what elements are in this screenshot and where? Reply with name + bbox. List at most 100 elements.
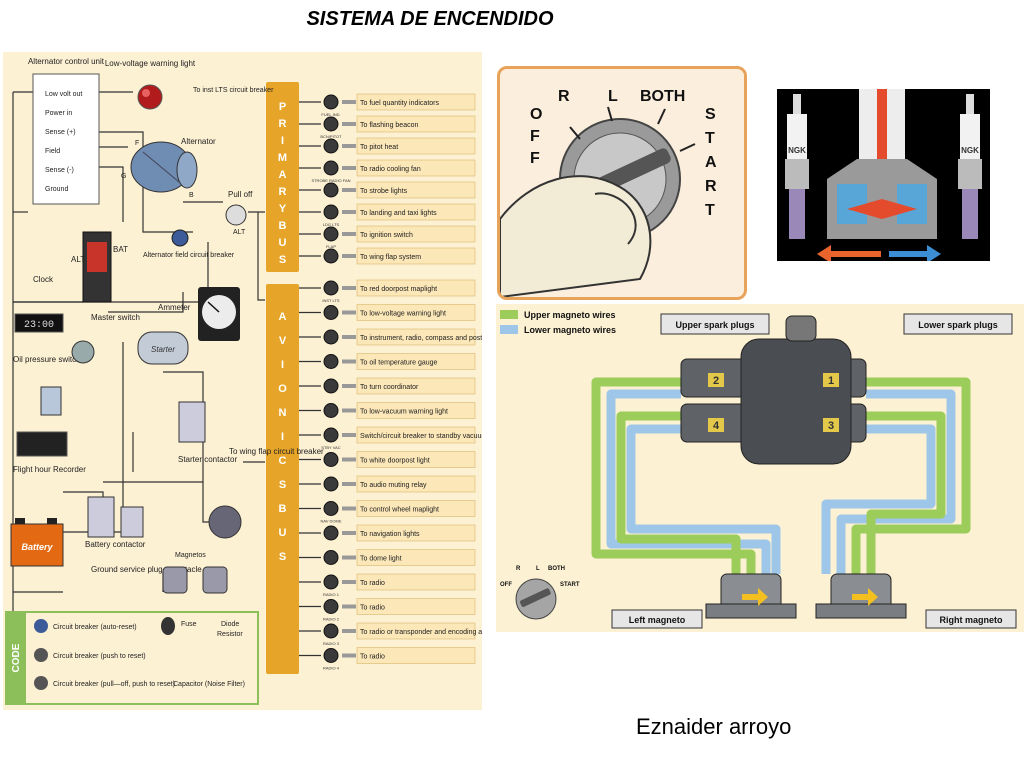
breaker-terminal-icon (342, 555, 356, 560)
circuit-label: To landing and taxi lights (360, 210, 437, 217)
right-spark-plug-icon: NGK (958, 94, 982, 239)
circuit-breaker-icon (323, 354, 339, 369)
circuit-breaker-icon (323, 574, 339, 590)
circuit-label-box (356, 159, 476, 177)
circuit-label: To control wheel maplight (360, 507, 439, 514)
bus-letter: I (281, 431, 284, 443)
circuit-label-box (356, 203, 476, 221)
engine-propeller-hub-icon (785, 315, 817, 342)
breaker-terminal-icon (342, 580, 356, 584)
bus-letter: O (278, 383, 287, 395)
circuit-label: To ignition switch (360, 232, 413, 239)
mini-ignition-switch: OFF R L BOTH START (500, 566, 580, 620)
lower-spark-plugs-tag (903, 313, 1013, 335)
circuit-label: To flashing beacon (360, 122, 418, 129)
mini-both-label: BOTH (548, 566, 565, 572)
primary-bus-bar (266, 82, 299, 272)
acu-terminal-label: Sense (+) (45, 129, 76, 136)
flight-hour-recorder-label: Flight hour Recorder (13, 465, 86, 474)
key-start-letter: T (705, 202, 715, 219)
breaker-name: BCN/PITOT (320, 134, 342, 139)
circuit-breaker-icon (323, 378, 339, 394)
starter-body-label: Starter (151, 345, 175, 354)
circuit-label-box (356, 137, 476, 155)
circuit-breaker-icon (323, 204, 339, 220)
right-magneto-label: Right magneto (940, 615, 1003, 625)
key-off-letter: F (530, 128, 540, 145)
magneto-wiring-diagram: Upper magneto wires Lower magneto wires … (496, 304, 1024, 632)
alternator-terminal-g: G (121, 173, 126, 180)
bus-letter: S (279, 551, 286, 563)
oil-pressure-switch-icon (71, 340, 95, 364)
heat-flow-arrows-icon (817, 245, 941, 261)
circuit-breaker-icon (323, 94, 339, 110)
bus-letter: I (281, 359, 284, 371)
lower-magneto-wires (606, 389, 956, 574)
ammeter-label: Ammeter (158, 303, 191, 312)
left-magneto-tag (611, 609, 703, 629)
magneto-wiring-svg: Upper magneto wires Lower magneto wires … (500, 310, 1017, 629)
acu-terminal-label: Ground (45, 186, 68, 193)
circuit-breaker-icon (323, 160, 339, 176)
breaker-name: LDG LTS (323, 222, 340, 227)
bus-letter: R (279, 118, 287, 130)
breaker-name: STROBE RADIO FAN (311, 178, 350, 183)
breaker-terminal-icon (342, 210, 356, 214)
breaker-terminal-icon (342, 254, 356, 258)
mini-off-label: OFF (500, 582, 512, 588)
circuit-label: To pitot heat (360, 144, 398, 151)
circuit-label: To audio muting relay (360, 482, 427, 489)
bus-letter: M (278, 152, 287, 164)
circuit-label-box (356, 279, 476, 297)
breaker-terminal-icon (342, 166, 356, 170)
circuit-breaker-icon (323, 501, 339, 516)
right-plug-brand: NGK (961, 146, 979, 155)
engine-cylinders (680, 315, 867, 465)
circuit-label: To radio cooling fan (360, 166, 421, 173)
cylinder-number-plate (708, 418, 724, 432)
bus-letter: B (279, 503, 287, 515)
key-off-letter: O (530, 106, 542, 123)
bus-letter: A (279, 311, 287, 323)
alt-breaker-label: ALT (233, 229, 246, 236)
mini-start-label: START (560, 582, 580, 588)
oil-switch-body-icon (40, 386, 62, 416)
circuit-breaker-icon (323, 138, 339, 154)
ground-service-label: Ground service plug receptacle (91, 565, 202, 574)
to-inst-lts-label: To inst LTS circuit breaker (193, 87, 274, 94)
cylinder-number: 1 (828, 375, 834, 387)
battery-contactor-icon (87, 496, 115, 538)
breaker-terminal-icon (342, 359, 356, 364)
code-fuse: Fuse (181, 621, 197, 628)
code-legend-tab (6, 612, 26, 704)
bus-letter: N (279, 407, 287, 419)
circuit-breaker-icon (323, 182, 339, 198)
spark-plug-svg: NGK NGK (785, 89, 982, 261)
key-l-label: L (608, 88, 618, 105)
alternator-control-unit-label: Alternator control unit (28, 57, 105, 66)
upper-spark-plugs-label: Upper spark plugs (675, 320, 754, 330)
circuit-breaker-icon (323, 550, 339, 565)
breaker-name: RADIO 1 (323, 592, 340, 597)
circuit-label-box (356, 328, 476, 346)
starter-contactor-icon (178, 401, 206, 443)
circuit-label-box (356, 353, 476, 370)
breaker-terminal-icon (342, 604, 356, 609)
circuit-label-box (356, 500, 476, 517)
legend-lower-label: Lower magneto wires (524, 325, 616, 335)
circuit-label-box (356, 622, 476, 640)
acu-terminal-label: Sense (-) (45, 167, 74, 174)
bus-letter: I (281, 135, 284, 147)
code-cb-push: Circuit breaker (push to reset) (53, 653, 146, 660)
breaker-name: RADIO 3 (323, 641, 340, 646)
breaker-terminal-icon (342, 433, 356, 437)
circuit-label-box (356, 573, 476, 591)
breaker-name: FUEL IND. (321, 112, 340, 117)
legend-upper-swatch (500, 310, 518, 319)
upper-magneto-wires (591, 377, 971, 579)
cylinder-number: 3 (828, 420, 834, 432)
circuit-label: To white doorpost light (360, 458, 430, 465)
legend-lower-swatch (500, 325, 518, 334)
